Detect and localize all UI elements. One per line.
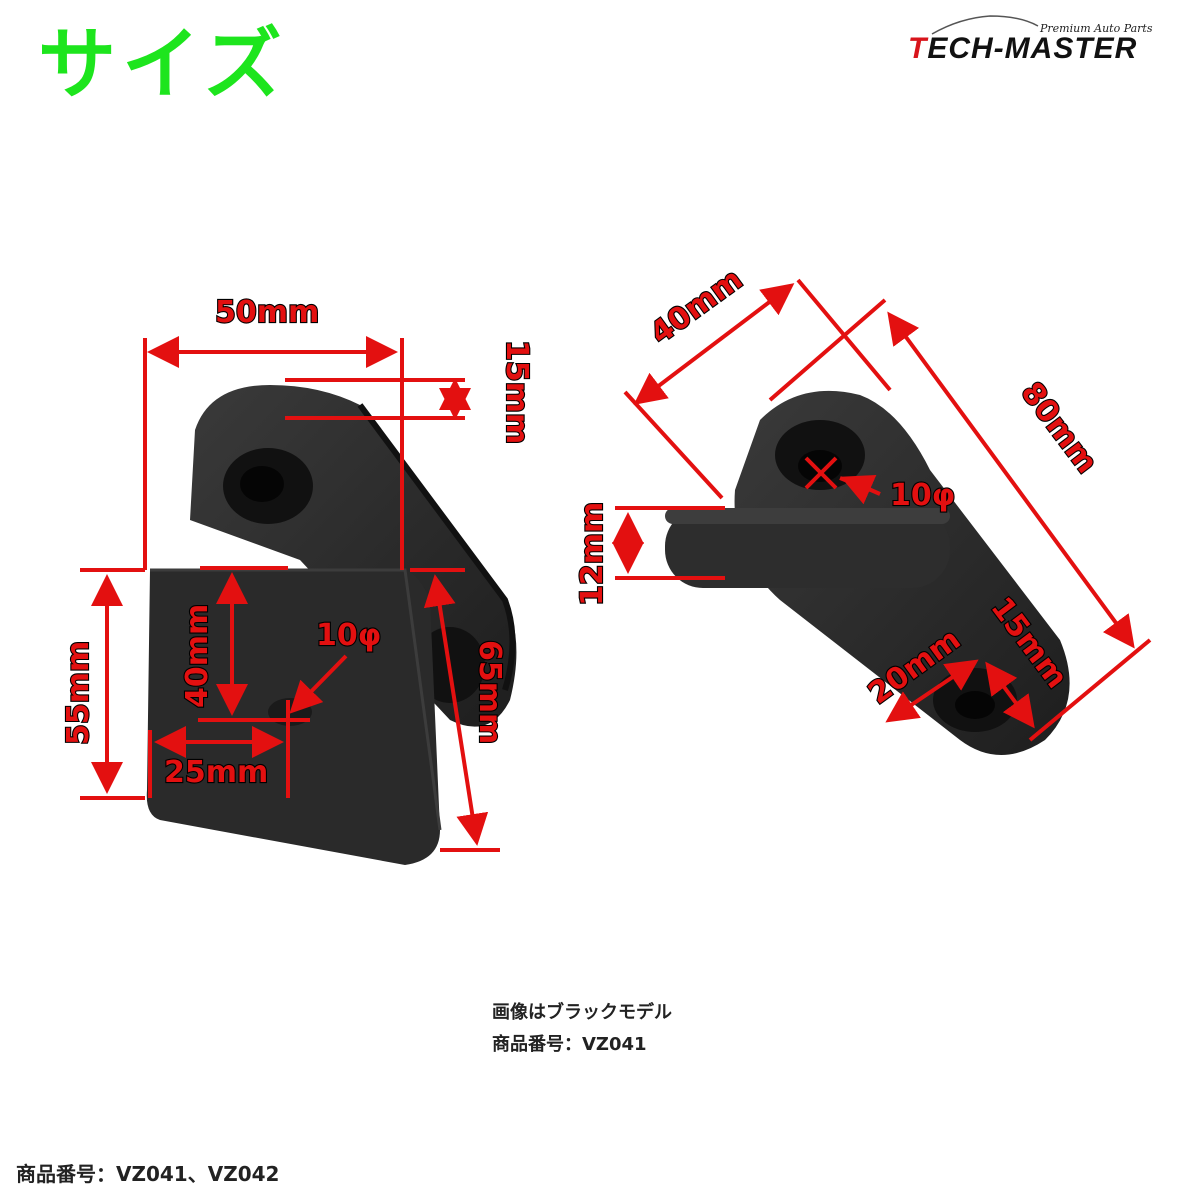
label-25mm: 25mm — [164, 755, 268, 790]
model-note: 画像はブラックモデル — [492, 1002, 672, 1023]
logo-wordmark: TECH-MASTER — [908, 32, 1137, 66]
label-12mm: 12mm — [575, 502, 610, 606]
left-dimension-labels: 50mm 15mm 55mm 40mm 10φ 25mm 65mm — [60, 294, 535, 791]
logo-initial: T — [908, 32, 928, 65]
label-10phi-right: 10φ — [890, 478, 955, 513]
page-title: サイズ — [38, 20, 288, 110]
left-dimension-lines — [80, 336, 500, 852]
right-dimension-lines — [612, 278, 1152, 742]
label-80mm: 80mm — [1014, 376, 1105, 480]
right-bracket-photo — [665, 390, 1070, 755]
label-10phi-left: 10φ — [316, 618, 381, 653]
logo-car-outline-icon — [931, 15, 1039, 35]
label-65mm: 65mm — [472, 640, 507, 744]
logo-tagline: Premium Auto Parts — [1040, 22, 1153, 35]
footer-product-numbers: 商品番号：VZ041、VZ042 — [16, 1162, 280, 1186]
label-40mm-left: 40mm — [180, 604, 215, 708]
label-55mm: 55mm — [61, 641, 96, 745]
label-50mm: 50mm — [215, 295, 319, 330]
model-number-note: 商品番号：VZ041 — [492, 1034, 647, 1055]
label-40mm-right: 40mm — [644, 262, 749, 352]
label-15mm-left: 15mm — [499, 340, 534, 444]
logo-text: ECH-MASTER — [927, 32, 1138, 65]
